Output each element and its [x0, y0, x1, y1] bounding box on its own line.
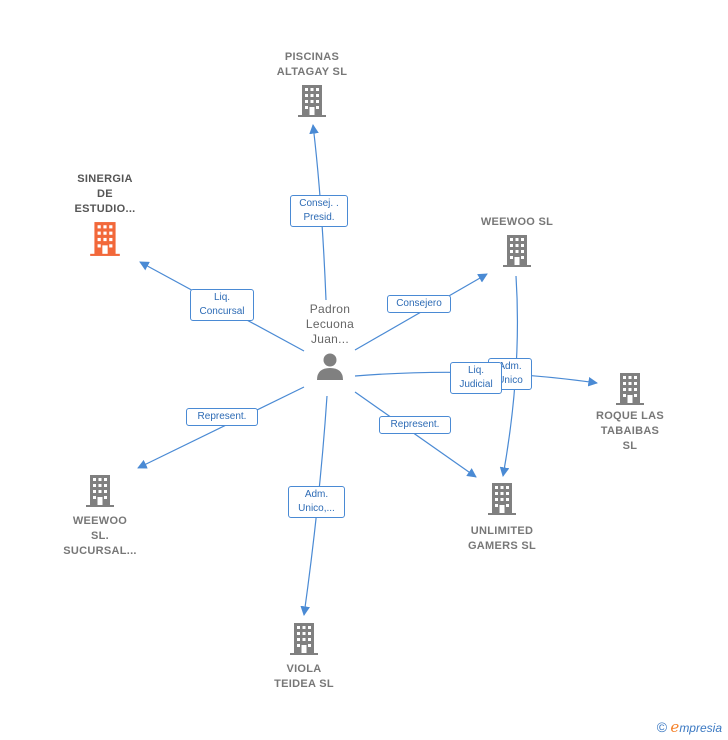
building-icon [503, 235, 531, 267]
edge-label-roque-liq[interactable]: Liq. Judicial [450, 362, 502, 394]
brand-initial: e [670, 718, 680, 736]
copyright-icon: © [656, 719, 668, 735]
edge-label-weewoo[interactable]: Consejero [387, 295, 451, 313]
node-roque-label: ROQUE LAS TABAIBAS SL [595, 410, 665, 452]
edge-label-viola[interactable]: Adm. Unico,... [288, 486, 345, 518]
edge-label-unlimited[interactable]: Represent. [379, 416, 451, 434]
node-weewoo-label: WEEWOO SL [480, 216, 554, 228]
building-icon [290, 623, 318, 655]
node-weewoo-sucursal[interactable]: WEEWOO SL. SUCURSAL... [30, 474, 170, 559]
node-viola[interactable]: VIOLA TEIDEA SL [234, 622, 374, 692]
building-icon [488, 483, 516, 515]
person-icon [317, 353, 343, 380]
edge-label-piscinas[interactable]: Consej. . Presid. [290, 195, 348, 227]
node-piscinas[interactable]: PISCINAS ALTAGAY SL [242, 50, 382, 118]
node-unlimited-label: UNLIMITED GAMERS SL [467, 525, 537, 552]
node-sinergia[interactable]: SINERGIA DE ESTUDIO... [35, 172, 175, 257]
building-icon [86, 475, 114, 507]
building-icon [298, 85, 326, 117]
brand-footer[interactable]: © empresia [657, 718, 722, 736]
node-unlimited[interactable]: UNLIMITED GAMERS SL [432, 482, 572, 554]
node-viola-label: VIOLA TEIDEA SL [274, 663, 334, 690]
center-person-label: Padron Lecuona Juan... [305, 302, 355, 346]
node-weewoo-sucursal-label: WEEWOO SL. SUCURSAL... [63, 515, 137, 557]
node-piscinas-label: PISCINAS ALTAGAY SL [276, 51, 348, 78]
center-person-node[interactable]: Padron Lecuona Juan... [260, 302, 400, 381]
edge-label-weewoo-sucursal[interactable]: Represent. [186, 408, 258, 426]
brand-name: mpresia [679, 721, 722, 735]
building-icon [616, 373, 644, 405]
edge-label-sinergia[interactable]: Liq. Concursal [190, 289, 254, 321]
node-weewoo[interactable]: WEEWOO SL [447, 215, 587, 268]
node-roque[interactable]: ROQUE LAS TABAIBAS SL [560, 372, 700, 454]
node-sinergia-label: SINERGIA DE ESTUDIO... [74, 173, 136, 215]
edge-weewoo-suc [137, 386, 305, 469]
edge-unlimited [354, 391, 477, 478]
building-icon-highlight [90, 222, 120, 256]
